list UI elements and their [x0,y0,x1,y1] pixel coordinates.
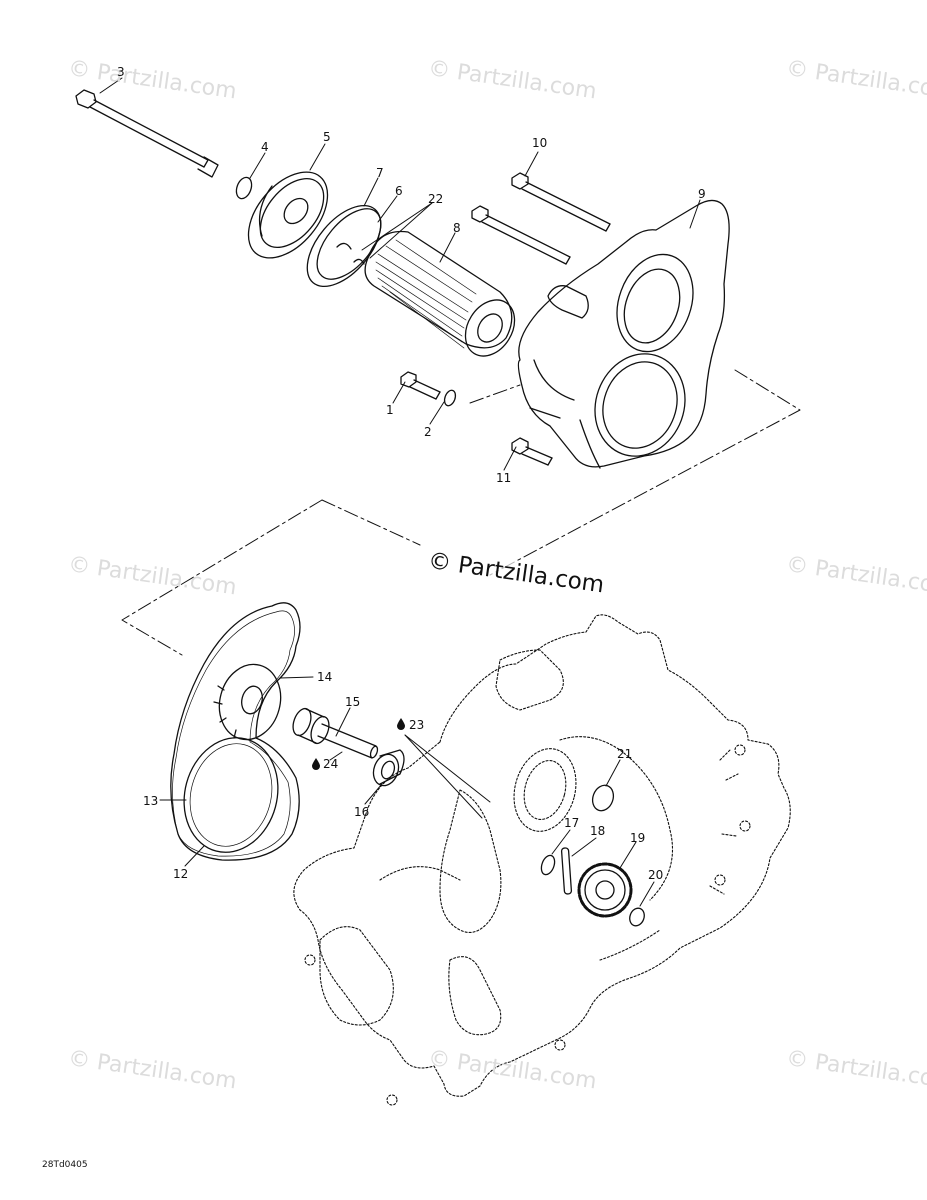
callout-11: 11 [496,471,512,485]
part-3-long-bolt [75,89,219,178]
callout-14: 14 [317,670,333,684]
callout-8: 8 [453,221,461,235]
part-19-gear [577,862,633,918]
callout-15: 15 [345,695,361,709]
callout-9: 9 [698,187,706,201]
part-14-impeller [213,663,282,741]
callout-23: 23 [409,718,425,732]
part-4-washer [235,176,253,200]
part-6-o-ring [316,208,382,280]
part-2-washer [443,389,457,407]
leader-lines [99,77,701,907]
figure-reference: 28Td0405 [42,1160,88,1170]
crankcase-housing [293,614,791,1106]
part-22-clip [353,258,365,265]
part-1-bolt [400,371,441,400]
part-7-o-ring [306,204,382,288]
callout-2: 2 [424,425,432,439]
part-16-seal [372,749,405,787]
part-21-o-ring [591,784,615,812]
part-17-washer [540,854,556,876]
callout-19: 19 [630,831,646,845]
part-10-bolt [511,172,611,232]
oil-drop-icon [312,758,320,770]
part-8-oil-filter [364,230,516,357]
callout-21: 21 [617,747,633,761]
callout-5: 5 [323,130,331,144]
callout-13: 13 [143,794,159,808]
part-15-pump-shaft [292,707,379,759]
callout-20: 20 [648,868,664,882]
part-22-clip [336,242,352,250]
oil-drop-icon [397,718,405,730]
part-12-gasket [170,602,301,861]
callout-3: 3 [117,65,125,79]
callout-7: 7 [376,166,384,180]
part-5-filter-cover [247,171,329,259]
part-20-circlip [629,907,645,927]
callout-22: 22 [428,192,444,206]
callout-24: 24 [323,757,339,771]
callout-10: 10 [532,136,548,150]
part-18-pin [560,847,573,895]
part-9-housing-cover [517,199,730,469]
part-10-bolt-2 [471,205,571,265]
callout-18: 18 [590,824,606,838]
callout-4: 4 [261,140,269,154]
alignment-lines [121,369,801,656]
part-8-filter-pleats [375,239,477,349]
callout-1: 1 [386,403,394,417]
callout-16: 16 [354,805,370,819]
callout-17: 17 [564,816,580,830]
callout-6: 6 [395,184,403,198]
callout-12: 12 [173,867,189,881]
part-11-bolt [511,437,553,466]
